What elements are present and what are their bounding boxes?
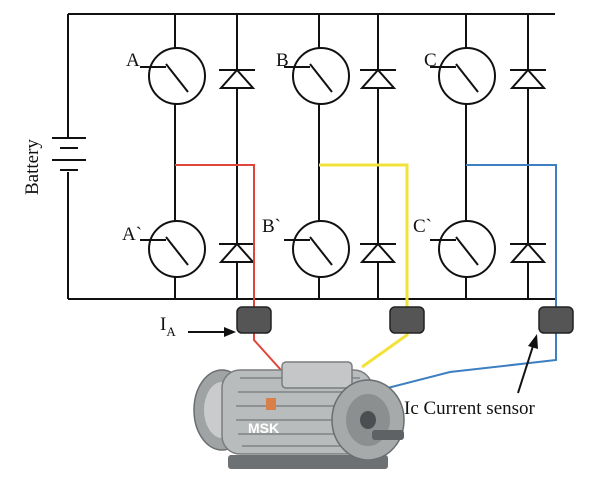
diode-a-lower [218,242,256,263]
diode-c-upper [509,68,547,89]
diode-a-upper [218,68,256,89]
switch-b-label: B [276,50,289,71]
switch-b [284,47,350,105]
battery-label: Battery [22,139,43,195]
current-a-label: IA [160,314,176,339]
current-a-main: I [160,314,166,335]
switch-a-low [140,220,206,278]
motor-illustration [193,361,405,469]
switch-a-low-label: A` [122,224,142,245]
sensor-c-arrow [517,334,538,394]
switch-c-low-label: C` [413,216,432,237]
battery-symbol [52,137,86,171]
diode-b-upper [359,68,397,89]
current-sensor-c [538,306,574,334]
sensor-c-label: Ic Current sensor [404,398,536,419]
diode-c-lower [509,242,547,263]
switch-b-low-label: B` [262,216,281,237]
diodes [218,68,547,263]
motor-brand-label: MSK [248,420,279,436]
switch-c-low [430,220,496,278]
current-a-sub: A [166,324,176,339]
switch-a [140,47,206,105]
phase-c-wire [371,164,557,393]
diode-b-lower [359,242,397,263]
dc-bus [67,13,555,300]
switch-b-low [284,220,350,278]
switch-c [430,47,496,105]
current-sensor-a [236,306,272,334]
current-a-arrow [188,327,236,337]
current-sensor-b [389,306,425,334]
switch-a-label: A [126,50,140,71]
switch-c-label: C [424,50,437,71]
